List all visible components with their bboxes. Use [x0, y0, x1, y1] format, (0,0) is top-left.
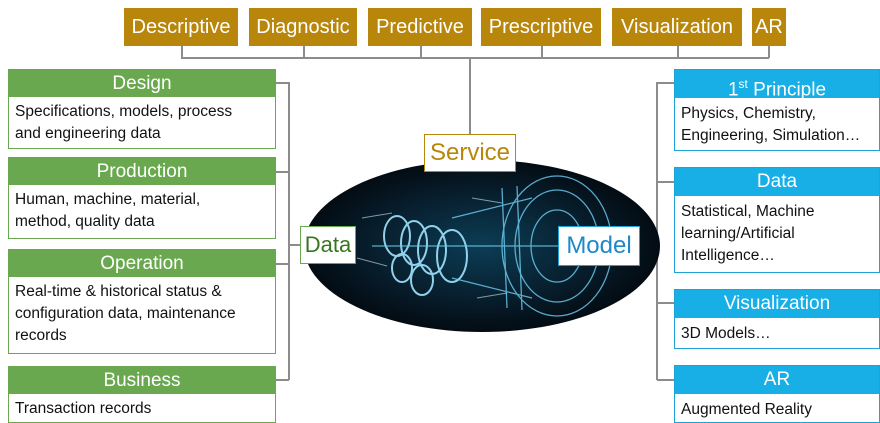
- model-card-body: Physics, Chemistry, Engineering, Simulat…: [675, 98, 879, 151]
- model-card-visualization: Visualization 3D Models…: [674, 289, 880, 349]
- service-stub-ar: [768, 46, 770, 58]
- model-card-title: Visualization: [675, 290, 879, 318]
- model-label: Model: [558, 226, 640, 266]
- model-card-ar: AR Augmented Reality: [674, 365, 880, 423]
- data-card-line: configuration data, maintenance: [15, 305, 236, 322]
- model-card-title-sup: st: [738, 77, 748, 91]
- data-bracket-link: [289, 244, 301, 246]
- data-card-business: Business Transaction records: [8, 366, 276, 423]
- data-bracket-design: [276, 82, 289, 84]
- service-prescriptive: Prescriptive: [481, 8, 601, 46]
- service-stub-diagnostic: [303, 46, 305, 58]
- model-bracket-visualization: [657, 302, 674, 304]
- model-bracket-data: [657, 181, 674, 183]
- model-card-first-principle: 1st Principle Physics, Chemistry, Engine…: [674, 69, 880, 151]
- model-card-title-main: 1: [727, 79, 739, 101]
- data-card-title: Design: [9, 70, 275, 97]
- service-descriptive: Descriptive: [124, 8, 238, 46]
- model-card-line: learning/Artificial: [681, 225, 795, 242]
- service-bus-line: [181, 57, 769, 59]
- data-bracket-vertical: [288, 82, 290, 380]
- service-predictive: Predictive: [368, 8, 472, 46]
- service-ar: AR: [752, 8, 786, 46]
- data-card-body: Real-time & historical status & configur…: [9, 277, 275, 351]
- model-card-data: Data Statistical, Machine learning/Artif…: [674, 167, 880, 273]
- model-card-title: Data: [675, 168, 879, 196]
- model-card-body: Augmented Reality: [675, 394, 879, 423]
- service-diagnostic: Diagnostic: [249, 8, 357, 46]
- model-card-line: 3D Models…: [681, 325, 771, 342]
- data-card-body: Specifications, models, process and engi…: [9, 97, 275, 149]
- data-card-line: records: [15, 327, 67, 344]
- data-card-operation: Operation Real-time & historical status …: [8, 249, 276, 354]
- model-card-body: Statistical, Machine learning/Artificial…: [675, 196, 879, 271]
- model-card-title: AR: [675, 366, 879, 394]
- service-stub-visualization: [677, 46, 679, 58]
- data-bracket-business: [276, 379, 289, 381]
- data-label: Data: [300, 226, 356, 264]
- data-card-title: Operation: [9, 250, 275, 277]
- service-stub-prescriptive: [541, 46, 543, 58]
- data-bracket-production: [276, 171, 289, 173]
- service-visualization: Visualization: [612, 8, 742, 46]
- service-stub-predictive: [420, 46, 422, 58]
- data-bracket-operation: [276, 263, 289, 265]
- model-card-title-rest: Principle: [747, 79, 827, 101]
- data-card-production: Production Human, machine, material, met…: [8, 157, 276, 239]
- jet-engine-illustration: [304, 160, 660, 332]
- data-card-line: method, quality data: [15, 213, 155, 230]
- service-label: Service: [424, 134, 516, 172]
- data-card-line: Human, machine, material,: [15, 191, 201, 208]
- data-card-line: Specifications, models, process: [15, 103, 233, 120]
- model-bracket-principle: [657, 82, 674, 84]
- model-bracket-ar: [657, 379, 674, 381]
- data-card-line: and engineering data: [15, 125, 161, 142]
- service-trunk-line: [469, 58, 471, 135]
- service-stub-descriptive: [181, 46, 183, 58]
- data-card-title: Production: [9, 158, 275, 185]
- data-card-line: Transaction records: [15, 400, 152, 417]
- model-card-line: Statistical, Machine: [681, 203, 815, 220]
- model-card-line: Physics, Chemistry,: [681, 105, 816, 122]
- data-card-body: Human, machine, material, method, qualit…: [9, 185, 275, 237]
- model-card-title: 1st Principle: [675, 70, 879, 101]
- model-card-body: 3D Models…: [675, 318, 879, 349]
- data-card-body: Transaction records: [9, 394, 275, 423]
- data-card-line: Real-time & historical status &: [15, 283, 222, 300]
- model-card-line: Augmented Reality: [681, 401, 812, 418]
- model-card-line: Intelligence…: [681, 247, 775, 264]
- model-card-line: Engineering, Simulation…: [681, 127, 861, 144]
- data-card-design: Design Specifications, models, process a…: [8, 69, 276, 149]
- data-card-title: Business: [9, 367, 275, 394]
